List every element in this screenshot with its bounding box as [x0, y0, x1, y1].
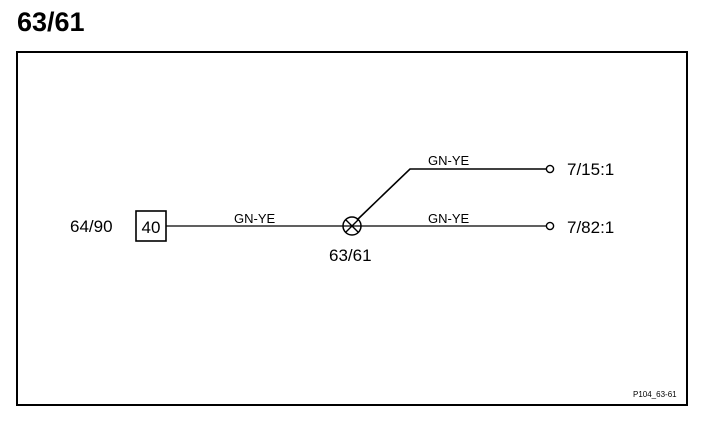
- wire-color-label-3: GN-YE: [428, 211, 470, 226]
- wire-color-label-2: GN-YE: [428, 153, 470, 168]
- connector-pin-box[interactable]: 40: [135, 210, 167, 242]
- wire-splice-to-terminal-1[interactable]: [356, 168, 546, 221]
- pin-box-outline: [135, 210, 167, 242]
- diagram-frame: [16, 51, 688, 406]
- page-title: 63/61: [17, 7, 85, 37]
- wire-color-label-1: GN-YE: [234, 211, 276, 226]
- diagram-reference-code: P104_63-61: [633, 390, 677, 399]
- terminal-2-label: 7/82:1: [567, 218, 614, 237]
- terminal-1-endpoint-icon[interactable]: [545, 164, 555, 174]
- splice-label: 63/61: [329, 246, 372, 265]
- source-connector-label: 64/90: [70, 217, 113, 236]
- splice-icon[interactable]: [342, 216, 362, 236]
- terminal-1-label: 7/15:1: [567, 160, 614, 179]
- pin-number: 40: [142, 218, 161, 237]
- terminal-2-endpoint-icon[interactable]: [545, 221, 555, 231]
